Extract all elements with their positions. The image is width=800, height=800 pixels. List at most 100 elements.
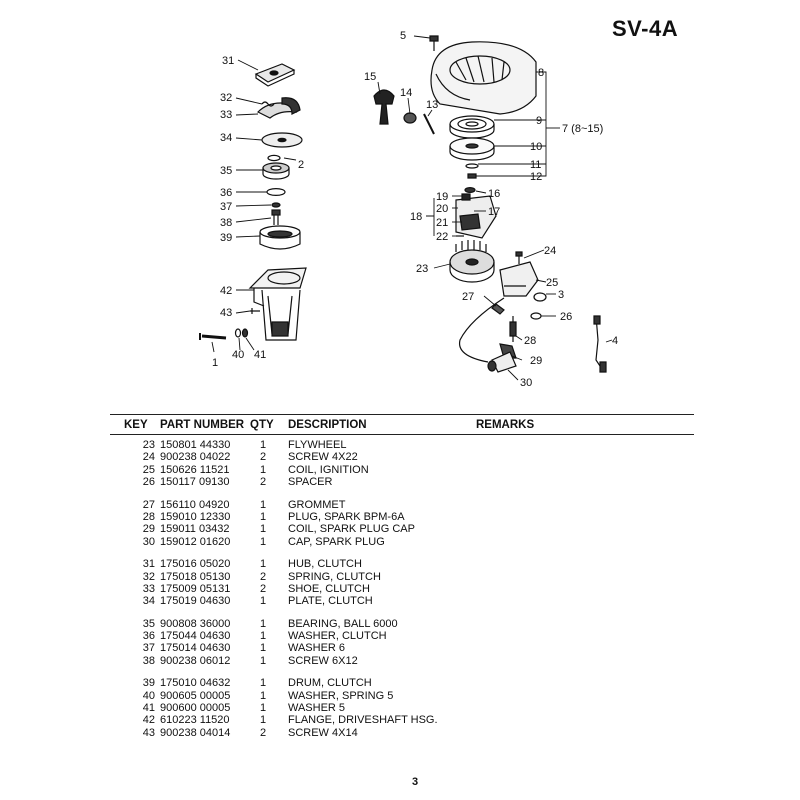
cell-description: SCREW 4X14 xyxy=(288,726,358,739)
cell-qty: 2 xyxy=(260,451,267,464)
callout-30: 30 xyxy=(520,377,532,389)
cell-part-number: 159012 01620 xyxy=(160,535,231,548)
callout-40: 40 xyxy=(232,349,244,361)
starter-screw-drawing xyxy=(429,35,439,51)
ht-lead-drawing xyxy=(458,297,505,363)
callout-32: 32 xyxy=(220,92,232,104)
clutch-drum-drawing xyxy=(259,225,301,250)
group-spacer xyxy=(110,548,694,558)
cell-key: 35 xyxy=(142,617,155,630)
spacer-3-drawing xyxy=(533,292,547,302)
callout-43: 43 xyxy=(220,307,232,319)
cell-key: 39 xyxy=(142,677,155,690)
cell-key: 26 xyxy=(142,476,155,489)
header-remarks: REMARKS xyxy=(476,419,535,431)
cell-key: 41 xyxy=(142,702,155,715)
callout-25: 25 xyxy=(546,277,558,289)
recoil-spring-drawing xyxy=(449,115,495,139)
spacer-26-drawing xyxy=(530,312,542,320)
cell-description: SPRING, CLUTCH xyxy=(288,570,381,583)
callout-18: 18 xyxy=(410,211,422,223)
cell-description: FLANGE, DRIVESHAFT HSG. xyxy=(288,714,438,727)
recoil-reel-drawing xyxy=(449,137,495,161)
starter-pulley-drawing xyxy=(455,193,497,239)
cell-key: 43 xyxy=(142,726,155,739)
cell-part-number: 900238 04014 xyxy=(160,726,231,739)
recoil-cover-drawing xyxy=(430,41,537,115)
callout-1: 1 xyxy=(212,357,218,369)
cell-part-number: 175019 04630 xyxy=(160,595,231,608)
callout-7: 7 (8~15) xyxy=(562,123,603,135)
cell-qty: 1 xyxy=(260,510,267,523)
callout-9: 9 xyxy=(536,115,542,127)
clutch-plate-drawing xyxy=(261,132,303,148)
cell-qty: 2 xyxy=(260,582,267,595)
cell-description: CAP, SPARK PLUG xyxy=(288,535,385,548)
group-spacer xyxy=(110,489,694,499)
cell-part-number: 156110 04920 xyxy=(160,498,230,511)
clutch-washer-drawing xyxy=(266,188,286,197)
header-qty: QTY xyxy=(250,419,274,431)
cell-part-number: 175010 04632 xyxy=(160,677,231,690)
cell-part-number: 175018 05130 xyxy=(160,570,231,583)
callout-20: 20 xyxy=(436,203,448,215)
cell-qty: 1 xyxy=(260,463,267,476)
cell-description: WASHER, CLUTCH xyxy=(288,630,387,643)
page-number: 3 xyxy=(412,776,419,788)
callout-3: 3 xyxy=(558,289,564,301)
exploded-parts-diagram: 31 32 33 34 2 35 36 37 38 39 42 43 1 40 … xyxy=(199,30,618,389)
cell-qty: 1 xyxy=(260,498,267,511)
cell-part-number: 150117 09130 xyxy=(160,476,230,489)
driveshaft-flange-drawing xyxy=(248,267,307,341)
cell-part-number: 900808 36000 xyxy=(160,617,231,630)
cell-description: COIL, IGNITION xyxy=(288,463,369,476)
table-header-rule xyxy=(110,434,694,435)
callout-24: 24 xyxy=(544,245,556,257)
callout-19: 19 xyxy=(436,191,448,203)
washer-6-drawing xyxy=(271,202,281,208)
washer-2-drawing xyxy=(267,154,281,162)
callout-42: 42 xyxy=(220,285,232,297)
cell-part-number: 610223 11520 xyxy=(160,714,230,727)
cell-key: 33 xyxy=(142,582,155,595)
callout-5: 5 xyxy=(400,30,406,42)
header-part-number: PART NUMBER xyxy=(160,419,245,431)
screw-6x12-drawing xyxy=(271,209,281,225)
long-screw-drawing xyxy=(199,333,227,340)
clutch-shoe-drawing xyxy=(256,97,301,119)
callout-21: 21 xyxy=(436,217,448,229)
cell-qty: 2 xyxy=(260,476,267,489)
cell-qty: 1 xyxy=(260,642,267,655)
cell-key: 38 xyxy=(142,654,155,667)
header-description: DESCRIPTION xyxy=(288,419,367,431)
callout-8: 8 xyxy=(538,67,544,79)
callout-11: 11 xyxy=(530,159,541,171)
cell-description: WASHER 6 xyxy=(288,642,346,655)
cell-key: 42 xyxy=(142,714,155,727)
cell-qty: 2 xyxy=(260,570,267,583)
cell-key: 23 xyxy=(142,439,155,451)
cell-part-number: 175014 04630 xyxy=(160,642,231,655)
spark-plug-drawing xyxy=(509,316,517,342)
washer-16-drawing xyxy=(464,187,476,194)
cell-key: 27 xyxy=(142,498,155,511)
cell-key: 28 xyxy=(142,510,155,523)
ball-bearing-drawing xyxy=(262,162,290,180)
cell-part-number: 900600 00005 xyxy=(160,702,231,715)
callout-16: 16 xyxy=(488,188,500,200)
reel-washer-drawing xyxy=(465,163,479,169)
callout-22: 22 xyxy=(436,231,448,243)
coil-screw-drawing xyxy=(515,251,523,264)
